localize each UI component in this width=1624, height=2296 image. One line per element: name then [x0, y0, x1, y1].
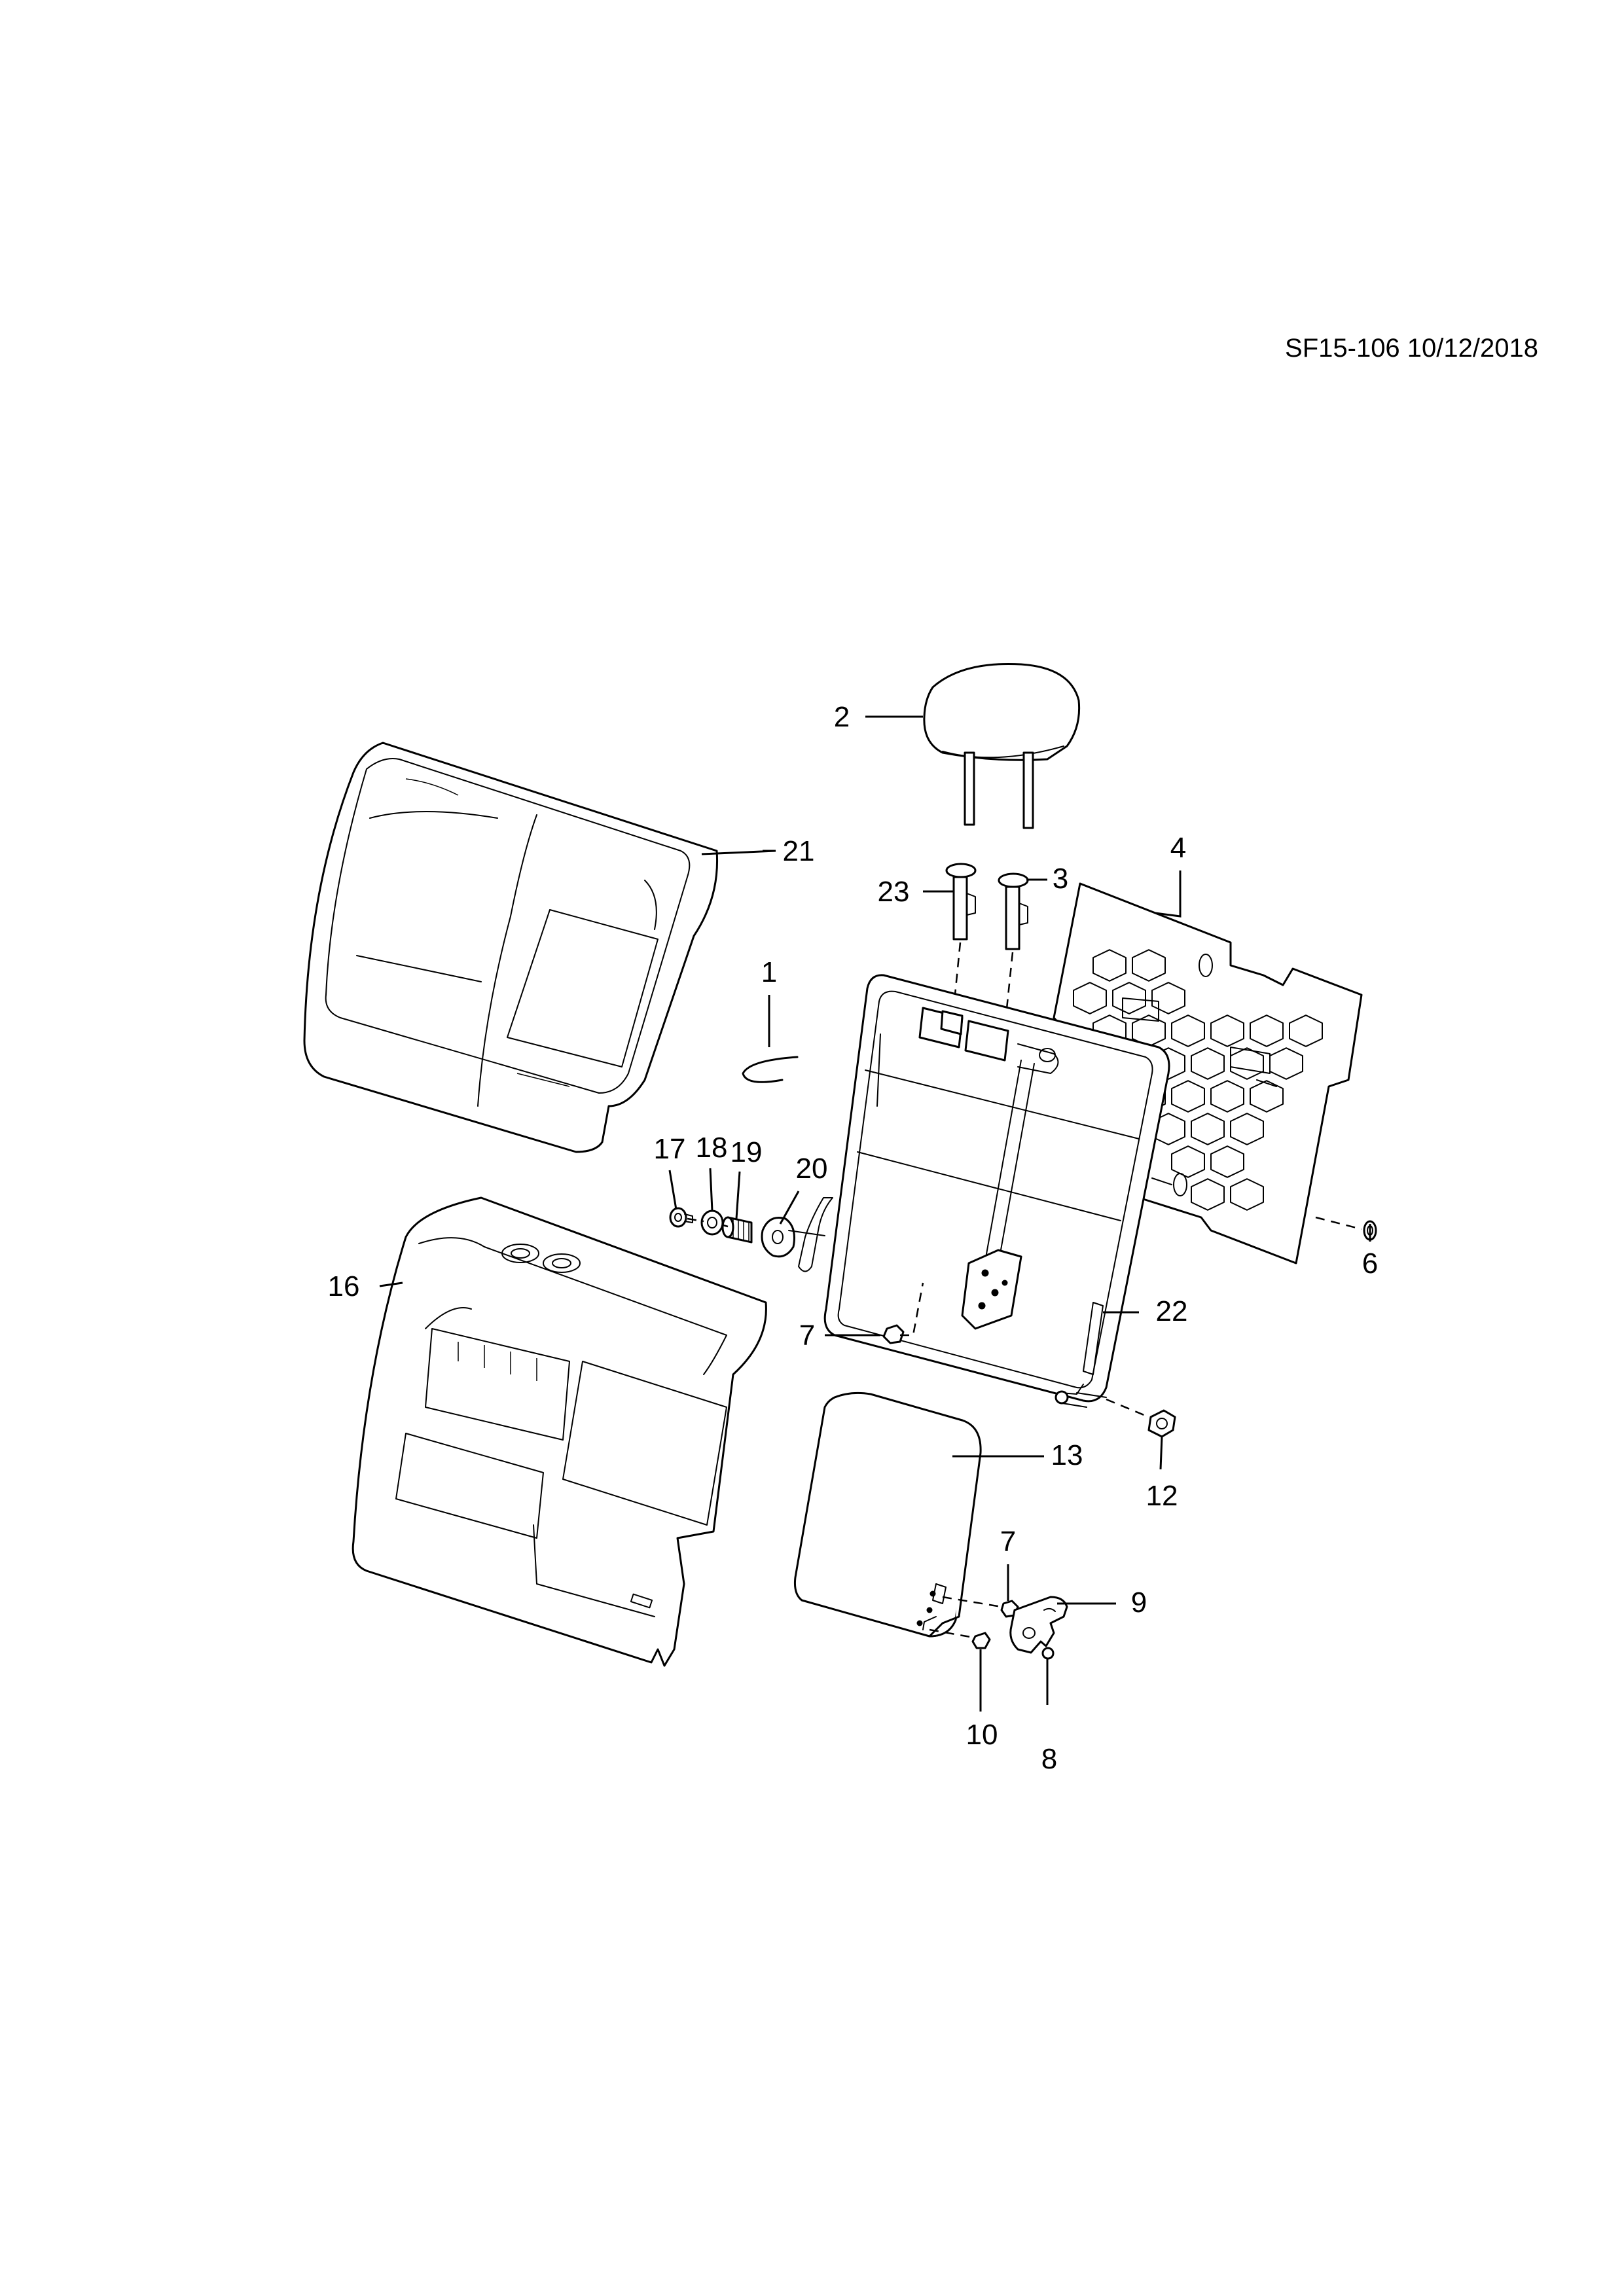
armrest-screw-line-upper [942, 1596, 1002, 1608]
callout-1: 1 [761, 956, 777, 988]
fastener-6-line [1315, 1216, 1362, 1230]
diagram-reference: SF15-106 10/12/2018 [1285, 334, 1538, 363]
honeycomb-cell [1073, 982, 1107, 1014]
part-1-clip [742, 1056, 799, 1083]
part-20-pivot [761, 1217, 825, 1258]
honeycomb-cell [1171, 1014, 1205, 1047]
callout-10: 10 [966, 1719, 998, 1751]
part-19-bushing [721, 1216, 753, 1244]
honeycomb-cell [1191, 1178, 1225, 1211]
honeycomb-cell [1092, 949, 1127, 982]
callout-21: 21 [783, 835, 815, 867]
callout-17: 17 [654, 1133, 686, 1165]
honeycomb-cell [1210, 1145, 1244, 1178]
callout-13: 13 [1051, 1439, 1083, 1471]
honeycomb-cell [1210, 1080, 1244, 1113]
callout-3: 3 [1053, 863, 1068, 895]
callout-12: 12 [1146, 1480, 1178, 1512]
honeycomb-cell [1171, 1080, 1205, 1113]
callout-4: 4 [1170, 832, 1186, 864]
honeycomb-cell [1250, 1014, 1284, 1047]
callout-23: 23 [878, 876, 910, 908]
pivot-axis-line [687, 1217, 729, 1228]
callout-18: 18 [696, 1132, 728, 1164]
part-7-nut-upper [882, 1324, 905, 1344]
part-22-seatback-frame [798, 974, 1170, 1408]
part-17-bolt [669, 1207, 693, 1228]
callout-20: 20 [796, 1153, 828, 1185]
honeycomb-cell [1171, 1145, 1205, 1178]
part-21-seatback-cover [303, 742, 719, 1153]
honeycomb-cell [1289, 1014, 1323, 1047]
honeycomb-cell [1250, 1080, 1284, 1113]
part-9-hinge-bracket [1009, 1596, 1068, 1654]
part-16-seatback-pad [352, 1196, 767, 1667]
part-12-bolt [1147, 1409, 1176, 1438]
callout-7-upper: 7 [799, 1319, 815, 1352]
honeycomb-cell [1151, 982, 1185, 1014]
callout-7-lower: 7 [1000, 1526, 1016, 1558]
honeycomb-cell [1191, 1113, 1225, 1145]
callout-6: 6 [1362, 1247, 1378, 1280]
nut-7-upper-line [900, 1282, 924, 1336]
part-18-washer [700, 1210, 724, 1236]
leader-lines [379, 715, 1371, 1712]
callout-16: 16 [328, 1270, 360, 1302]
part-10-screw [971, 1632, 991, 1649]
part-2-head-restraint [923, 662, 1081, 829]
callouts: 2 21 23 3 4 1 17 18 19 20 6 16 22 7 13 1… [328, 701, 1379, 1775]
bolt-12-line [1106, 1398, 1149, 1418]
honeycomb-cell [1191, 1047, 1225, 1080]
honeycomb-cell [1112, 982, 1146, 1014]
honeycomb-cell [1210, 1014, 1244, 1047]
part-13-armrest [794, 1391, 982, 1638]
callout-2: 2 [834, 701, 850, 733]
honeycomb-cell [1230, 1178, 1264, 1211]
honeycomb-cell [1230, 1113, 1264, 1145]
callout-22: 22 [1156, 1295, 1188, 1327]
callout-8: 8 [1041, 1743, 1057, 1775]
honeycomb-cell [1132, 949, 1166, 982]
callout-19: 19 [731, 1136, 763, 1168]
part-3-guide-right [998, 872, 1029, 950]
callout-9: 9 [1131, 1587, 1147, 1619]
part-23-guide-left [945, 863, 977, 941]
part-8-screw [1041, 1647, 1055, 1660]
